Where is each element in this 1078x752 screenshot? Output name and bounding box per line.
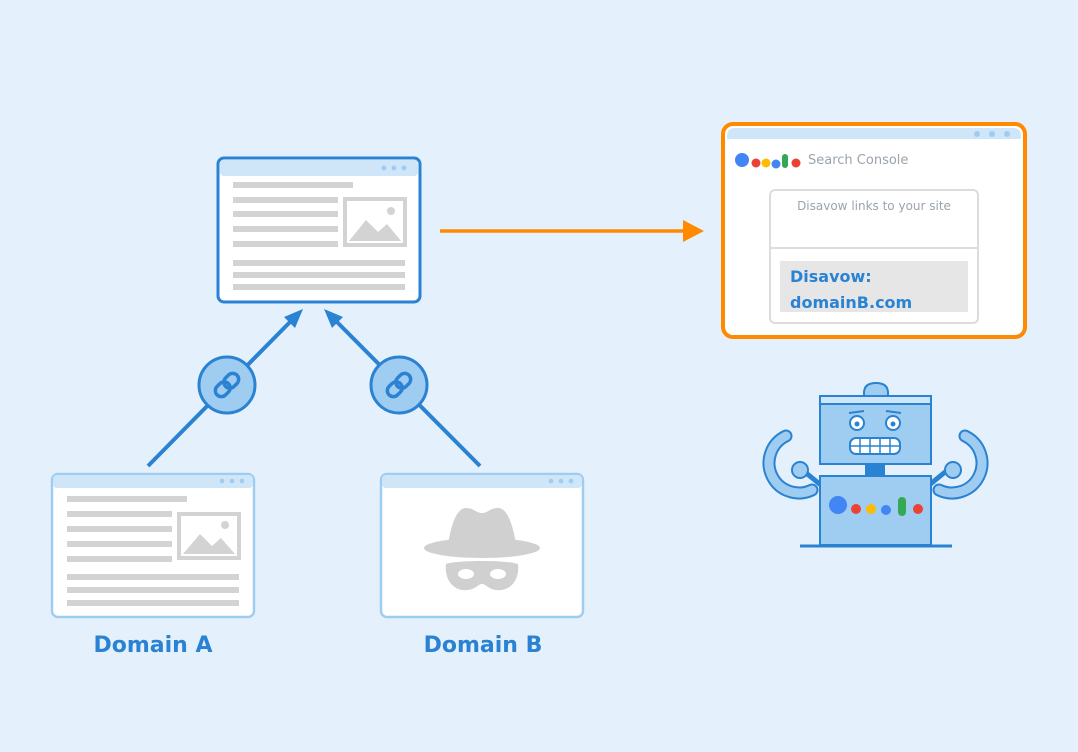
image-icon bbox=[177, 512, 241, 560]
domain-b-window bbox=[379, 472, 585, 619]
disavow-domain: domainB.com bbox=[790, 293, 913, 312]
search-console-window bbox=[721, 122, 1027, 339]
image-icon bbox=[343, 197, 407, 247]
link-icon bbox=[197, 355, 257, 415]
disavow-label: Disavow: bbox=[790, 267, 872, 286]
search-console-title: Search Console bbox=[808, 153, 909, 168]
arrow-icon bbox=[440, 220, 704, 242]
target-page-window bbox=[216, 156, 422, 304]
disavow-entry: Disavow: domainB.com bbox=[790, 264, 912, 316]
domain-a-window bbox=[50, 472, 256, 619]
spy-hat-icon bbox=[424, 508, 540, 591]
domain-a-label: Domain A bbox=[93, 633, 213, 658]
robot-icon bbox=[762, 381, 989, 548]
domain-b-label: Domain B bbox=[423, 633, 543, 658]
disavow-prompt: Disavow links to your site bbox=[797, 199, 951, 213]
link-icon bbox=[369, 355, 429, 415]
google-logo-icon bbox=[735, 153, 801, 169]
